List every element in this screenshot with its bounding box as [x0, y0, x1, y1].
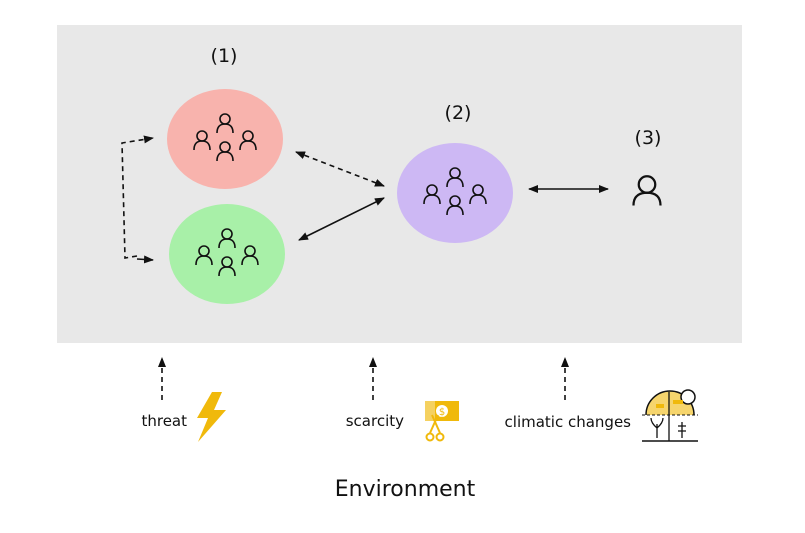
- group-2-label: (2): [444, 102, 472, 124]
- dashed-arrow-1-2: [295, 151, 385, 187]
- dashed-arrow-bottom: [136, 255, 154, 264]
- solid-arrow-1-2: [298, 197, 385, 241]
- group-1-top-node: [167, 89, 283, 189]
- climate-icon: [642, 389, 698, 442]
- group-1-label: (1): [210, 45, 238, 67]
- factor-climatic-label: climatic changes: [504, 413, 631, 431]
- svg-text:$: $: [439, 407, 445, 418]
- factor-threat-label: threat: [141, 412, 187, 430]
- lightning-icon: [197, 392, 226, 442]
- environment-title: Environment: [334, 477, 476, 502]
- group-1-bottom-node: [169, 204, 285, 304]
- group-3-label: (3): [634, 127, 662, 149]
- money-cut-icon: $: [425, 401, 459, 442]
- group-2-node: [397, 143, 513, 243]
- person-icon: [632, 175, 662, 206]
- factor-scarcity-label: scarcity: [345, 412, 404, 430]
